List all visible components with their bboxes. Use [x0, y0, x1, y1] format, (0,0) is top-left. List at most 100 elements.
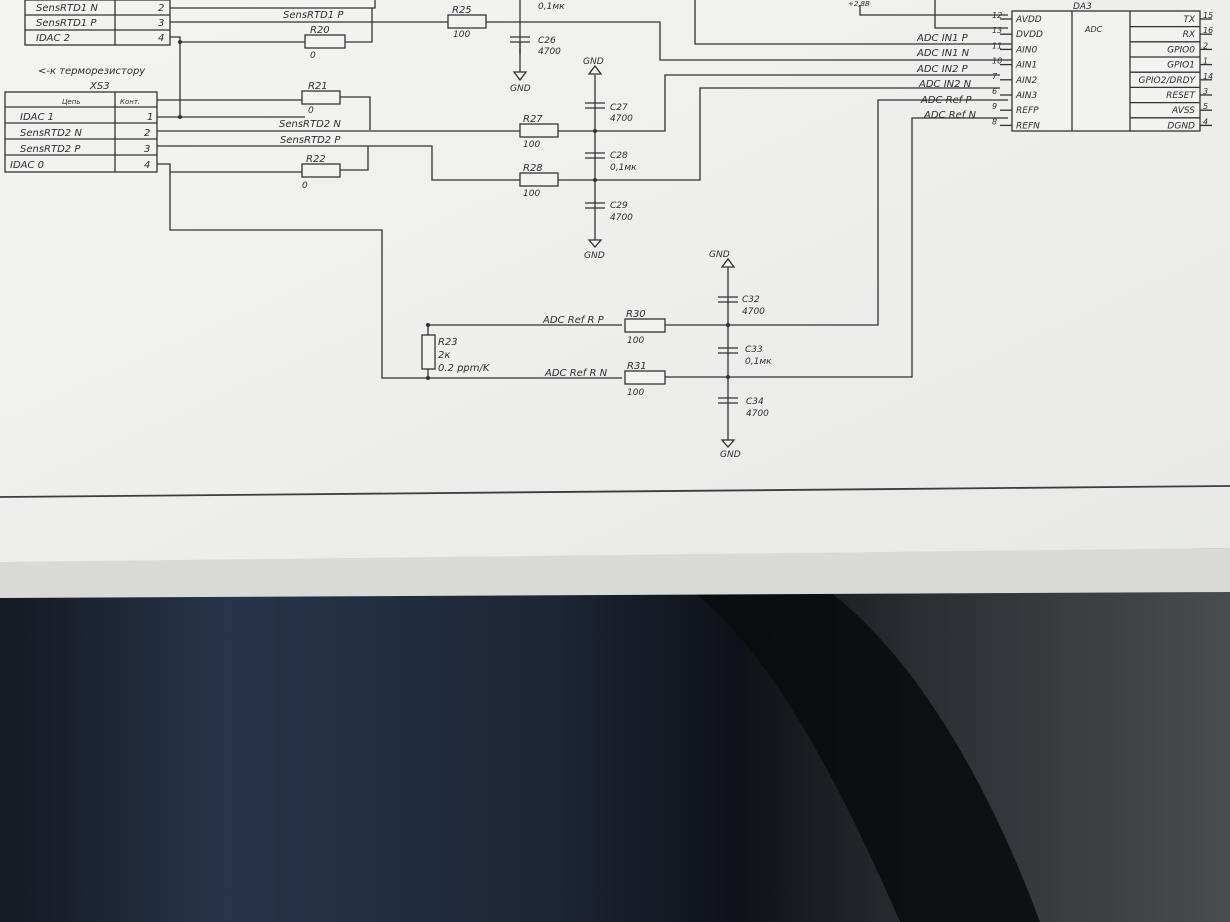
ic-left-pin-number: 12 [992, 11, 1002, 20]
svg-text:C32: C32 [742, 295, 760, 305]
gnd-symbol-1: GND [510, 71, 531, 94]
ic-right-pin-name: RX [1183, 30, 1196, 40]
xs1-net-2: SensRTD1 P [36, 18, 97, 29]
frame-border-line [0, 485, 1230, 498]
ic-left-pin-name: AIN1 [1015, 61, 1037, 71]
resistor-r28: R28 100 [519, 163, 559, 199]
xs3-pin-1: 1 [147, 112, 153, 123]
svg-text:R22: R22 [306, 154, 326, 165]
svg-text:4700: 4700 [610, 114, 633, 124]
net-label-supply: +2,8В [848, 0, 870, 8]
svg-text:4700: 4700 [742, 307, 765, 317]
ic-right-pin-number: 2 [1203, 41, 1208, 50]
xs3-pin-2: 2 [144, 128, 150, 139]
schematic-sheet [0, 0, 1230, 562]
junction-dots [178, 40, 730, 380]
xs3-net-4: IDAC 0 [10, 160, 44, 171]
svg-text:0,1мк: 0,1мк [745, 357, 772, 367]
svg-text:R27: R27 [523, 114, 543, 125]
ic-right-pin-number: 3 [1203, 87, 1208, 96]
net-label-adc-ref-p: ADC Ref P [920, 95, 973, 106]
resistor-r27: R27 100 [519, 114, 559, 150]
svg-text:4700: 4700 [746, 409, 769, 419]
connector-xs3: <-к терморезистору XS3 Цепь Конт. IDAC 1… [4, 66, 158, 173]
svg-text:0,1мк: 0,1мк [610, 163, 637, 173]
ic-left-pin-number: 6 [992, 87, 997, 96]
resistor-r22: R22 0 [301, 154, 341, 191]
ic-right-pin-number: 1 [1203, 57, 1208, 66]
svg-text:R21: R21 [308, 81, 328, 92]
ic-left-pin-name: AVDD [1015, 15, 1042, 25]
ic-left-pin-number: 7 [992, 72, 998, 81]
xs3-pin-4: 4 [144, 160, 150, 171]
xs3-title: XS3 [89, 81, 110, 92]
ic-type: ADC [1084, 25, 1103, 34]
net-label-adc-in1-p: ADC IN1 P [916, 33, 969, 44]
capacitor-c26: 0,1мк C26 4700 [510, 2, 565, 72]
svg-text:C26: C26 [538, 36, 556, 46]
svg-text:100: 100 [627, 388, 644, 398]
ic-left-pin-name: AIN2 [1015, 76, 1038, 86]
ic-right-pin-number: 5 [1203, 102, 1208, 111]
ic-ref: DA3 [1073, 2, 1092, 12]
ic-right-pin-name: TX [1183, 15, 1195, 25]
svg-text:GND: GND [720, 450, 741, 460]
wires [157, 0, 1012, 440]
net-label-adc-ref-n: ADC Ref N [923, 110, 977, 121]
net-label-sensrtd2-p: SensRTD2 P [280, 135, 341, 146]
net-label-sensrtd1-p: SensRTD1 P [283, 10, 344, 21]
svg-text:4700: 4700 [538, 47, 561, 57]
ic-right-pin-number: 16 [1203, 26, 1213, 35]
net-label-adc-ref-r-n: ADC Ref R N [544, 368, 608, 379]
xs3-pin-3: 3 [144, 144, 150, 155]
ic-left-pin-number: 10 [992, 57, 1002, 66]
resistor-r23: R23 2к 0.2 ppm/K [421, 334, 491, 374]
svg-text:R30: R30 [626, 309, 646, 320]
net-label-adc-in2-n: ADC IN2 N [918, 79, 972, 90]
capacitor-c34: C34 4700 [718, 397, 769, 419]
resistor-r30: R30 100 [624, 309, 666, 346]
capacitor-c27: C27 4700 [585, 102, 633, 124]
resistor-r20: R20 0 [304, 25, 346, 61]
svg-text:C33: C33 [745, 345, 763, 355]
connector-xs1: SensRTD1 N 2 SensRTD1 P 3 IDAC 2 4 [24, 0, 171, 46]
ic-right-pin-name: GPIO1 [1167, 61, 1195, 71]
ic-right-pin-name: AVSS [1171, 106, 1195, 116]
xs3-net-1: IDAC 1 [20, 112, 54, 123]
ic-left-pin-name: AIN3 [1015, 91, 1038, 101]
ic-right-pin-number: 14 [1203, 72, 1213, 81]
svg-text:C28: C28 [610, 151, 628, 161]
background-table [0, 560, 1230, 922]
xs3-note: <-к терморезистору [38, 66, 146, 77]
xs1-pin-1: 2 [158, 3, 164, 14]
xs1-net-3: IDAC 2 [36, 33, 70, 44]
svg-text:0: 0 [310, 51, 316, 61]
svg-text:0,1мк: 0,1мк [538, 2, 565, 12]
net-labels: SensRTD1 P SensRTD2 N SensRTD2 P ADC IN1… [279, 0, 977, 379]
xs3-col-net: Цепь [62, 98, 80, 106]
ic-left-pin-number: 9 [992, 102, 997, 111]
net-label-sensrtd2-n: SensRTD2 N [279, 119, 341, 130]
svg-text:100: 100 [627, 336, 644, 346]
net-label-adc-in2-p: ADC IN2 P [916, 64, 969, 75]
capacitor-c29: C29 4700 [585, 201, 633, 223]
svg-text:C34: C34 [746, 397, 764, 407]
svg-text:R28: R28 [523, 163, 543, 174]
svg-text:2к: 2к [438, 350, 450, 361]
gnd-symbol-2: GND [583, 57, 604, 75]
svg-text:0: 0 [308, 106, 314, 116]
xs1-pin-3: 4 [158, 33, 164, 44]
svg-text:R23: R23 [438, 337, 458, 348]
svg-text:4700: 4700 [610, 213, 633, 223]
ic-right-pin-name: RESET [1166, 91, 1196, 101]
capacitor-c33: C33 0,1мк [718, 345, 772, 367]
resistor-r21: R21 0 [301, 81, 341, 116]
ic-left-pin-name: DVDD [1016, 30, 1043, 40]
gnd-symbol-3: GND [584, 239, 605, 261]
ic-right-pin-number: 15 [1203, 11, 1213, 20]
xs3-net-2: SensRTD2 N [20, 128, 82, 139]
svg-text:R25: R25 [452, 5, 472, 16]
ic-right-pin-number: 4 [1203, 117, 1208, 126]
gnd-symbol-5: GND [720, 439, 741, 460]
